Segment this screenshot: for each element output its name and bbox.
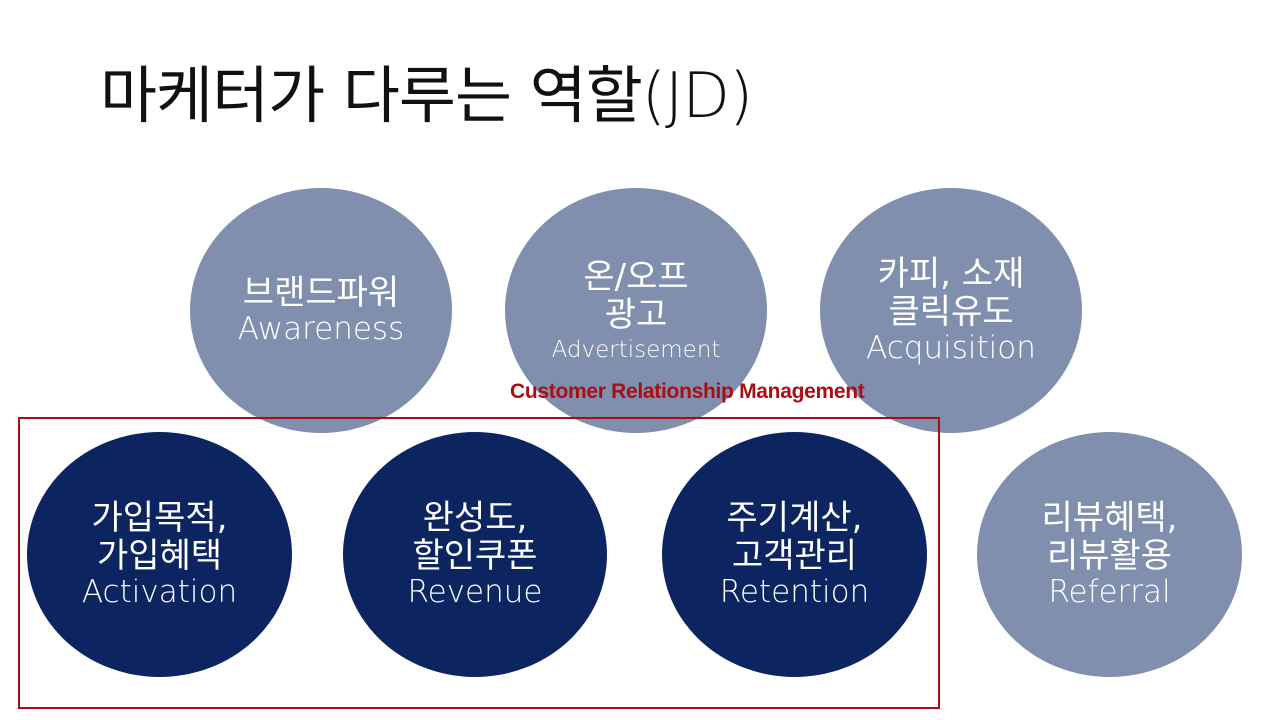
referral-korean-line-1: 리뷰혜택, — [1041, 498, 1178, 539]
advertisement-english-label: Advertisement — [551, 336, 721, 363]
acquisition-korean-line-2: 클릭유도 — [888, 292, 1014, 333]
awareness-english-label: Awareness — [237, 311, 405, 348]
slide-title: 마케터가 다루는 역할(JD) — [100, 59, 753, 132]
acquisition-korean-line-1: 카피, 소재 — [877, 254, 1025, 295]
advertisement-korean-line-2: 광고 — [604, 294, 668, 335]
retention-korean-line-2: 고객관리 — [731, 536, 858, 577]
awareness-circle: 브랜드파워 Awareness — [190, 188, 452, 433]
revenue-korean-line-1: 완성도, — [422, 498, 528, 539]
referral-english-label: Referral — [1048, 574, 1171, 611]
crm-label: Customer Relationship Management — [510, 380, 865, 403]
referral-korean-line-2: 리뷰활용 — [1046, 536, 1173, 577]
advertisement-circle: 온/오프 광고 Advertisement — [505, 188, 767, 433]
acquisition-english-label: Acquisition — [866, 330, 1036, 367]
awareness-korean-line-1: 브랜드파워 — [242, 273, 400, 314]
revenue-korean-line-2: 할인쿠폰 — [412, 536, 538, 577]
activation-korean-line-1: 가입목적, — [91, 498, 228, 539]
revenue-english-label: Revenue — [407, 574, 543, 611]
retention-korean-line-1: 주기계산, — [726, 498, 863, 539]
retention-circle: 주기계산, 고객관리 Retention — [662, 432, 927, 677]
activation-korean-line-2: 가입혜택 — [96, 536, 223, 577]
referral-circle: 리뷰혜택, 리뷰활용 Referral — [977, 432, 1242, 677]
retention-english-label: Retention — [719, 574, 870, 611]
revenue-circle: 완성도, 할인쿠폰 Revenue — [343, 432, 607, 677]
acquisition-circle: 카피, 소재 클릭유도 Acquisition — [820, 188, 1082, 433]
activation-circle: 가입목적, 가입혜택 Activation — [27, 432, 292, 677]
crm-highlight-box — [18, 417, 940, 709]
advertisement-korean-line-1: 온/오프 — [583, 256, 689, 297]
activation-english-label: Activation — [81, 574, 238, 611]
